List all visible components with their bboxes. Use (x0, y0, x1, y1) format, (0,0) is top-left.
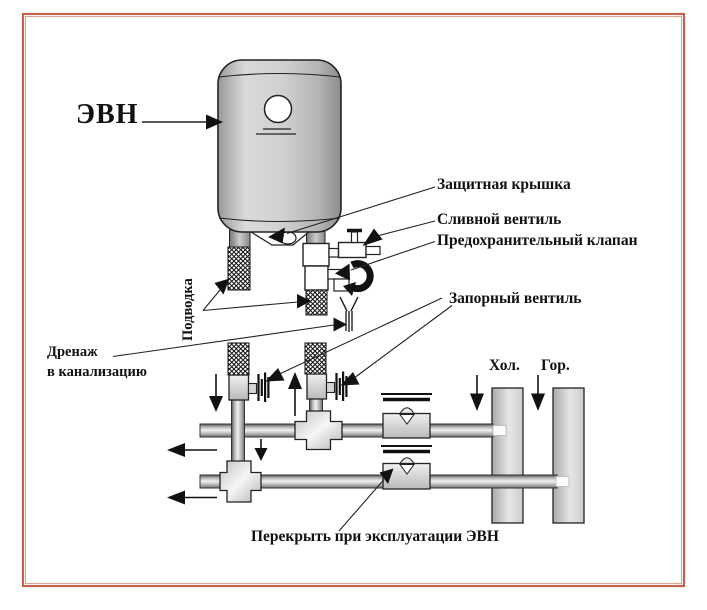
safety-valve-assembly (302, 228, 381, 316)
drain-valve-body (337, 241, 367, 259)
leader-lines (112, 114, 453, 532)
frame-border (21, 12, 686, 588)
flow-arrow-down-left-valve (209, 374, 223, 412)
callout-operation-note: Перекрыть при эксплуатации ЭВН (251, 528, 499, 545)
drain-valve-stem (350, 231, 359, 244)
callout-drainage-line2: в канализацию (47, 364, 147, 381)
stop-valve-lower (381, 445, 432, 490)
flex-connector (305, 289, 328, 316)
rotation-arrow (347, 260, 374, 293)
leader-safety-valve (335, 240, 436, 281)
callout-drainage: Дренаж в канализацию (47, 342, 147, 383)
cold-riser (491, 387, 524, 524)
tank-logo-lines (256, 128, 296, 135)
flex-connector (227, 342, 250, 376)
supply-flex-left (227, 246, 251, 291)
flow-arrow-left-lower (167, 490, 217, 505)
hot-riser (552, 387, 585, 524)
valve-dome (399, 457, 415, 465)
cross-fitting-lower (219, 460, 262, 503)
valve-block-upper (302, 242, 330, 267)
valve-notch (399, 414, 415, 425)
stop-valve-upper (381, 393, 432, 439)
tank-body (217, 59, 342, 233)
callout-supply: Подводка (180, 278, 196, 341)
callout-hot-riser: Гор. (541, 357, 570, 374)
flex-connector (304, 342, 327, 375)
callout-protective-cover: Защитная крышка (437, 176, 571, 193)
flow-arrow-up-right-valve (288, 372, 302, 416)
leader-shutoff-valve-1 (265, 297, 443, 382)
side-outlet (328, 247, 340, 258)
flow-arrow-left-upper (167, 443, 217, 457)
flow-arrow-down-hot (531, 375, 545, 411)
rotation-arrow-tip (343, 282, 356, 296)
upper-pipe-connection (492, 425, 507, 436)
flow-arrows (167, 372, 545, 505)
leader-drainage (112, 317, 347, 358)
callout-cold-riser: Хол. (489, 357, 520, 374)
leader-protective-cover (268, 186, 436, 244)
flow-arrow-down-cold (470, 375, 484, 411)
drain-funnel (339, 296, 359, 332)
leader-operation-note (338, 468, 394, 532)
evn-label: ЭВН (76, 99, 139, 130)
valve-dome (399, 407, 415, 415)
callout-shutoff-valve: Запорный вентиль (449, 290, 582, 307)
leader-supply-b (202, 294, 311, 312)
piping-network (199, 397, 570, 503)
drain-valve-outlet (365, 245, 381, 256)
callout-safety-valve: Предохранительный клапан (437, 232, 638, 249)
valve-stem (247, 382, 258, 395)
valve-body (306, 373, 328, 400)
leader-drain-valve (362, 220, 436, 246)
tank-porthole (263, 94, 293, 124)
leader-shutoff-valve-2 (340, 305, 453, 386)
lower-pipe-connection (555, 476, 570, 487)
callout-drain-valve: Сливной вентиль (437, 211, 562, 228)
shutoff-valve-right (304, 342, 348, 401)
leader-evn (142, 114, 223, 130)
valve-block-lower (304, 265, 329, 291)
cross-fitting-upper (294, 410, 343, 451)
tank-bottom-seam (218, 217, 341, 223)
tank-top-seam (218, 72, 341, 78)
callout-drainage-line1: Дренаж (47, 344, 98, 360)
water-heater-tank (217, 59, 342, 248)
shutoff-valve-left (227, 342, 270, 402)
valve-notch (399, 464, 415, 475)
flow-arrow-down-mid (254, 439, 268, 461)
vertical-pipe-left (231, 398, 245, 465)
valve-body (228, 374, 250, 401)
leader-supply-a (202, 278, 230, 311)
valve-stem (325, 381, 336, 394)
